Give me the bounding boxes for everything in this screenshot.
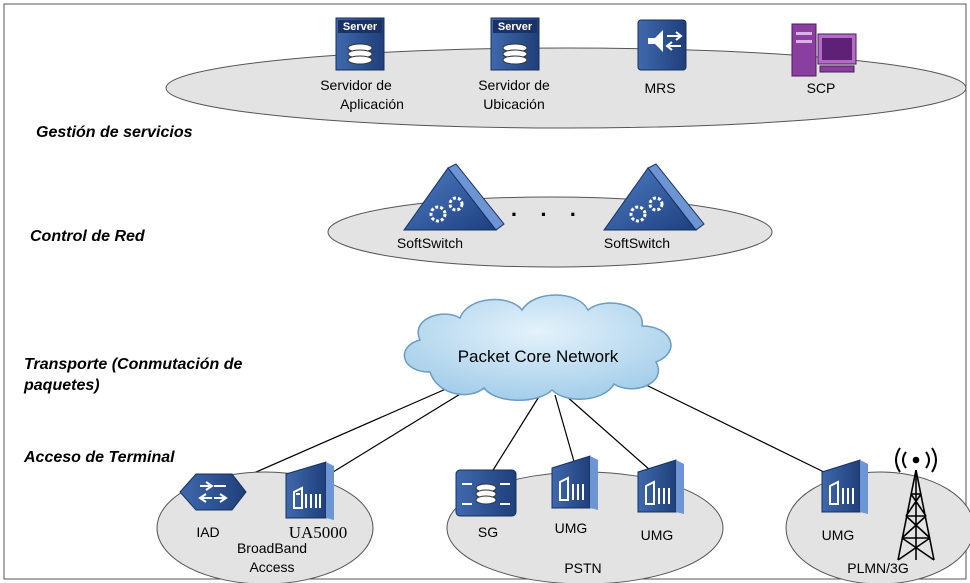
application-server-icon <box>335 17 385 71</box>
softswitch-2-label: SoftSwitch <box>604 235 670 251</box>
application-server-label-line2: Aplicación <box>340 96 404 112</box>
umg-pstn-1-icon <box>551 455 598 510</box>
pstn-label: PSTN <box>564 560 601 576</box>
scp-label: SCP <box>807 80 836 96</box>
layer-label-network-control: Control de Red <box>30 228 146 245</box>
umg-pstn-1-label: UMG <box>555 520 588 536</box>
softswitch-ellipsis: · · · <box>511 202 585 227</box>
location-server-icon <box>490 17 540 71</box>
softswitch-2-icon <box>603 163 705 231</box>
layer-label-transport-line2: paquetes) <box>23 377 100 394</box>
location-server-label-line1: Servidor de <box>478 77 550 93</box>
softswitch-1-label: SoftSwitch <box>397 235 463 251</box>
location-server-label-line2: Ubicación <box>483 96 544 112</box>
umg-pstn-2-label: UMG <box>641 527 674 543</box>
broadband-access-label-line1: BroadBand <box>237 540 307 556</box>
umg-plmn-icon <box>821 459 868 514</box>
umg-plmn-label: UMG <box>822 527 855 543</box>
umg-pstn-2-icon <box>637 459 684 514</box>
layer-label-terminal-access: Acceso de Terminal <box>23 449 175 466</box>
scp-computer-icon <box>791 23 857 77</box>
layer-label-transport-line1: Transporte (Conmutación de <box>24 356 242 373</box>
softswitch-1-icon <box>403 163 505 231</box>
packet-core-network-label: Packet Core Network <box>458 347 619 366</box>
packet-core-cloud <box>403 294 672 401</box>
diagram-frame <box>3 3 967 580</box>
mrs-icon <box>637 19 687 71</box>
radio-tower-icon <box>895 447 937 561</box>
ua5000-label: UA5000 <box>289 523 348 542</box>
location-server-badge: Server <box>498 21 533 33</box>
application-server-badge: Server <box>343 21 378 33</box>
iad-label: IAD <box>196 524 219 540</box>
layer-label-services: Gestión de servicios <box>36 124 193 141</box>
ua5000-icon <box>285 461 334 520</box>
iad-icon <box>179 473 247 511</box>
broadband-access-label-line2: Access <box>249 559 294 575</box>
sg-label: SG <box>478 524 498 540</box>
mrs-label: MRS <box>644 80 675 96</box>
plmn-3g-label: PLMN/3G <box>847 560 908 576</box>
sg-icon <box>455 469 517 517</box>
application-server-label-line1: Servidor de <box>320 77 392 93</box>
